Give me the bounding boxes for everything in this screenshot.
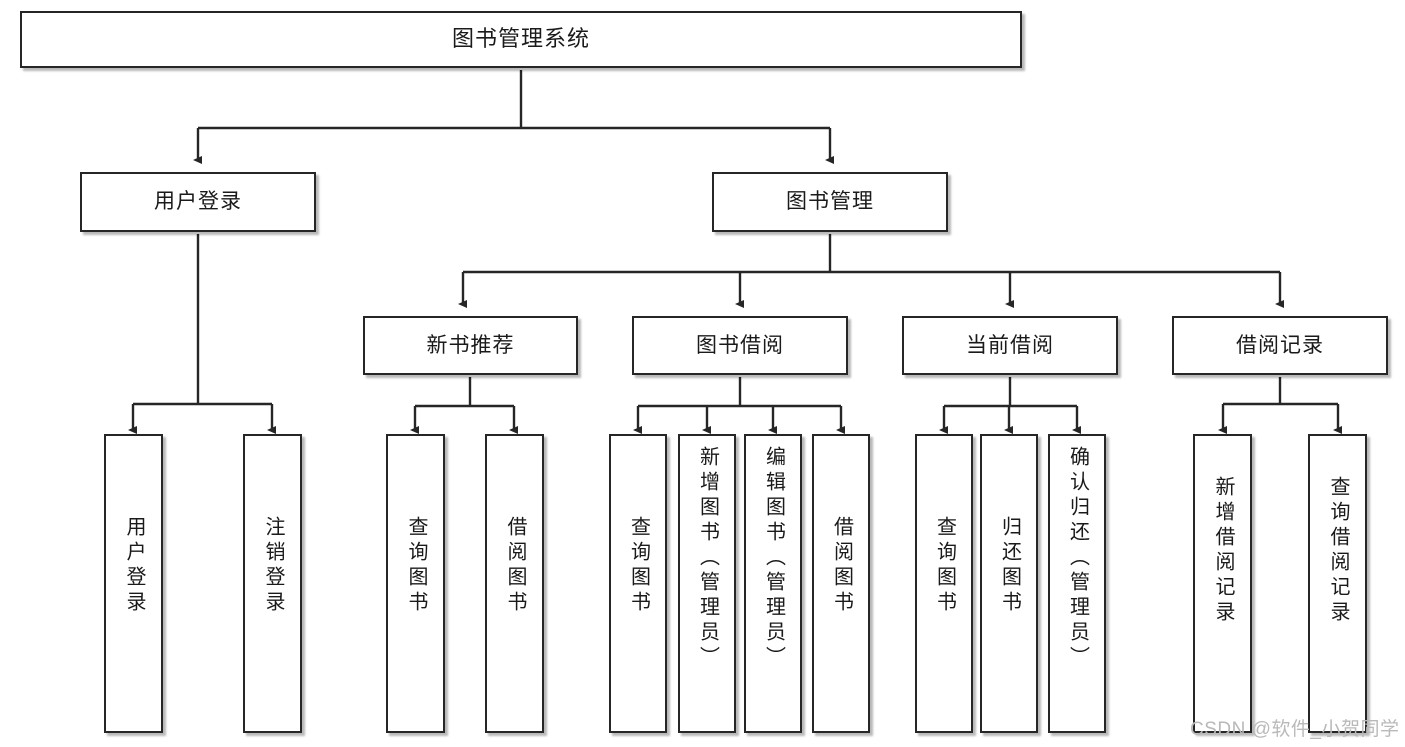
node-label: 借阅图书 <box>830 516 853 616</box>
node-leaf-add-borrow-record[interactable]: 新增借阅记录 <box>1193 434 1252 733</box>
node-label: 查询图书 <box>627 516 650 616</box>
node-book-borrow[interactable]: 图书借阅 <box>632 316 848 375</box>
node-label: 查询图书 <box>405 516 427 616</box>
node-label: 归还图书 <box>998 516 1021 616</box>
node-label: 图书管理系统 <box>451 26 590 52</box>
node-label: 图书借阅 <box>696 333 784 357</box>
node-label: 确认归还（管理员） <box>1066 446 1089 671</box>
node-leaf-query-book-3[interactable]: 查询图书 <box>915 434 973 733</box>
node-label: 当前借阅 <box>966 333 1054 357</box>
node-label: 借阅记录 <box>1236 333 1324 357</box>
node-leaf-query-book-1[interactable]: 查询图书 <box>386 434 445 733</box>
node-label: 查询图书 <box>933 516 956 616</box>
node-current-borrow[interactable]: 当前借阅 <box>902 316 1118 375</box>
node-label: 图书管理 <box>786 190 874 214</box>
node-leaf-query-borrow-record[interactable]: 查询借阅记录 <box>1308 434 1367 733</box>
node-leaf-user-login[interactable]: 用户登录 <box>104 434 163 733</box>
node-root-book-management-system[interactable]: 图书管理系统 <box>20 11 1022 68</box>
node-user-login[interactable]: 用户登录 <box>80 172 316 232</box>
node-leaf-return-book[interactable]: 归还图书 <box>980 434 1038 733</box>
node-book-management[interactable]: 图书管理 <box>712 172 948 232</box>
node-leaf-add-book[interactable]: 新增图书（管理员） <box>678 434 736 733</box>
node-label: 新增借阅记录 <box>1212 476 1234 626</box>
node-label: 用户登录 <box>154 190 242 214</box>
node-leaf-edit-book[interactable]: 编辑图书（管理员） <box>744 434 802 733</box>
node-leaf-confirm-return[interactable]: 确认归还（管理员） <box>1048 434 1106 733</box>
node-label: 注销登录 <box>262 516 284 616</box>
node-label: 新增图书（管理员） <box>696 446 719 671</box>
node-new-book-recommend[interactable]: 新书推荐 <box>363 316 578 375</box>
node-label: 查询借阅记录 <box>1327 476 1349 626</box>
node-label: 用户登录 <box>123 516 145 616</box>
node-leaf-borrow-book-2[interactable]: 借阅图书 <box>812 434 870 733</box>
node-label: 借阅图书 <box>504 516 526 616</box>
node-leaf-borrow-book-1[interactable]: 借阅图书 <box>485 434 544 733</box>
node-leaf-logout-login[interactable]: 注销登录 <box>243 434 302 733</box>
node-label: 编辑图书（管理员） <box>762 446 785 671</box>
node-label: 新书推荐 <box>426 333 515 357</box>
node-borrow-record[interactable]: 借阅记录 <box>1172 316 1388 375</box>
node-leaf-query-book-2[interactable]: 查询图书 <box>609 434 667 733</box>
